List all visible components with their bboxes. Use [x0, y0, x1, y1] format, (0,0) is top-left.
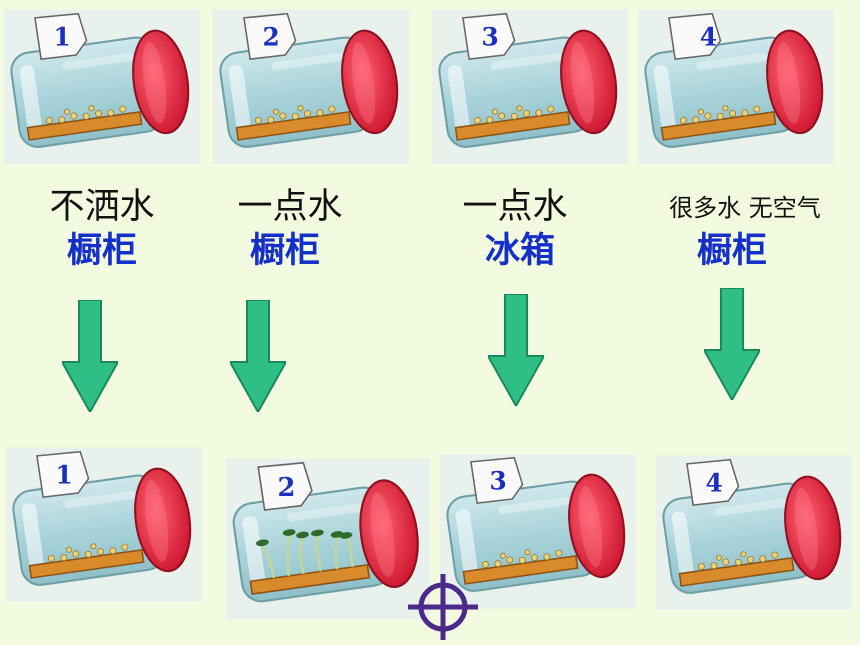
bottom-jar-3: 3	[440, 448, 636, 614]
jar-number: 3	[482, 23, 499, 52]
water-label-4: 很多水 无空气	[669, 194, 821, 222]
water-label-2: 一点水	[237, 187, 343, 227]
jar-number: 1	[56, 461, 73, 490]
bottom-jar-4: 4	[656, 450, 852, 616]
jar-number: 3	[490, 467, 507, 496]
water-label-3: 一点水	[462, 187, 568, 227]
top-jar-4: 4	[638, 2, 834, 172]
place-label-1: 橱柜	[66, 231, 137, 271]
top-jar-3: 3	[432, 2, 628, 172]
down-arrow-icon	[704, 288, 760, 400]
jar-illustration: 3	[432, 2, 628, 172]
top-jar-1: 1	[4, 2, 200, 172]
jar-number: 4	[706, 469, 723, 498]
jar-illustration: 2	[226, 456, 430, 622]
jar-number: 2	[263, 23, 280, 52]
jar-number: 1	[54, 23, 71, 52]
bottom-jar-2: 2	[226, 456, 430, 622]
water-label-1: 不洒水	[49, 187, 155, 227]
top-jar-2: 2	[213, 2, 409, 172]
jar-number: 2	[278, 473, 296, 503]
bottom-jar-1: 1	[6, 442, 202, 608]
jar-illustration: 1	[6, 442, 202, 608]
jar-illustration: 2	[213, 2, 409, 172]
jar-illustration: 3	[440, 448, 636, 614]
down-arrow-icon	[230, 300, 286, 412]
place-label-3: 冰箱	[484, 231, 555, 271]
jar-illustration: 1	[4, 2, 200, 172]
down-arrow-icon	[488, 294, 544, 406]
jar-number: 4	[700, 23, 717, 52]
place-label-2: 橱柜	[249, 231, 320, 271]
crosshair-icon	[408, 574, 478, 640]
place-label-4: 橱柜	[696, 231, 767, 271]
jar-illustration: 4	[638, 2, 834, 172]
down-arrow-icon	[62, 300, 118, 412]
jar-illustration: 4	[656, 450, 852, 616]
